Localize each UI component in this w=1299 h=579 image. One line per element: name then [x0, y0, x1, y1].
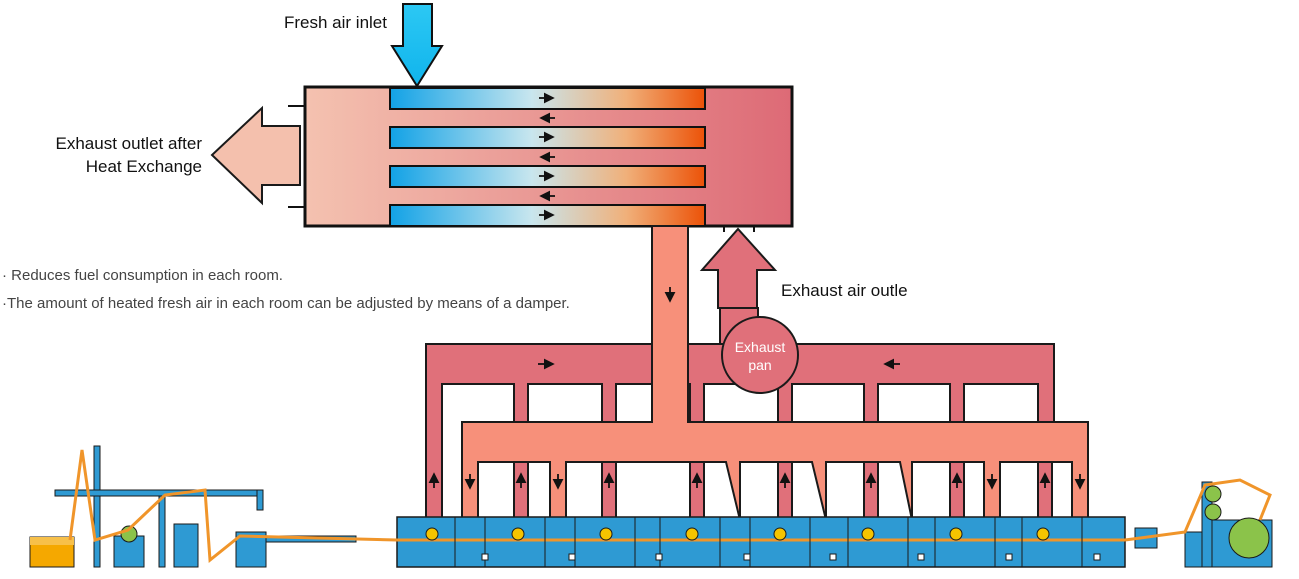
takeup-equipment	[1124, 478, 1273, 568]
tenter-machine	[396, 516, 1126, 568]
exhaust-air-outlet-arrow	[699, 227, 778, 309]
duct-arrows	[428, 287, 1086, 490]
exhaust-outlet-arrow	[210, 105, 301, 206]
flow-arrows	[539, 92, 555, 221]
exhaust-air-outlet-label: Exhaust air outle	[781, 281, 908, 300]
fresh-air-inlet-arrow	[390, 3, 444, 88]
note-damper: ·The amount of heated fresh air in each …	[2, 295, 570, 312]
exhaust-risers	[513, 461, 1053, 521]
exhaust-outlet-label-line2: Heat Exchange	[85, 157, 202, 176]
note-fuel: · Reduces fuel consumption in each room.	[2, 267, 283, 284]
exhaust-outlet-label-line1: Exhaust outlet after	[55, 134, 202, 153]
fresh-air-inlet-label: Fresh air inlet	[284, 13, 387, 32]
exhaust-pan	[721, 316, 799, 394]
exhaust-pan-label-line2: pan	[748, 357, 772, 373]
feeding-equipment	[29, 445, 398, 568]
exhaust-pan-label-line1: Exhaust	[734, 339, 786, 355]
